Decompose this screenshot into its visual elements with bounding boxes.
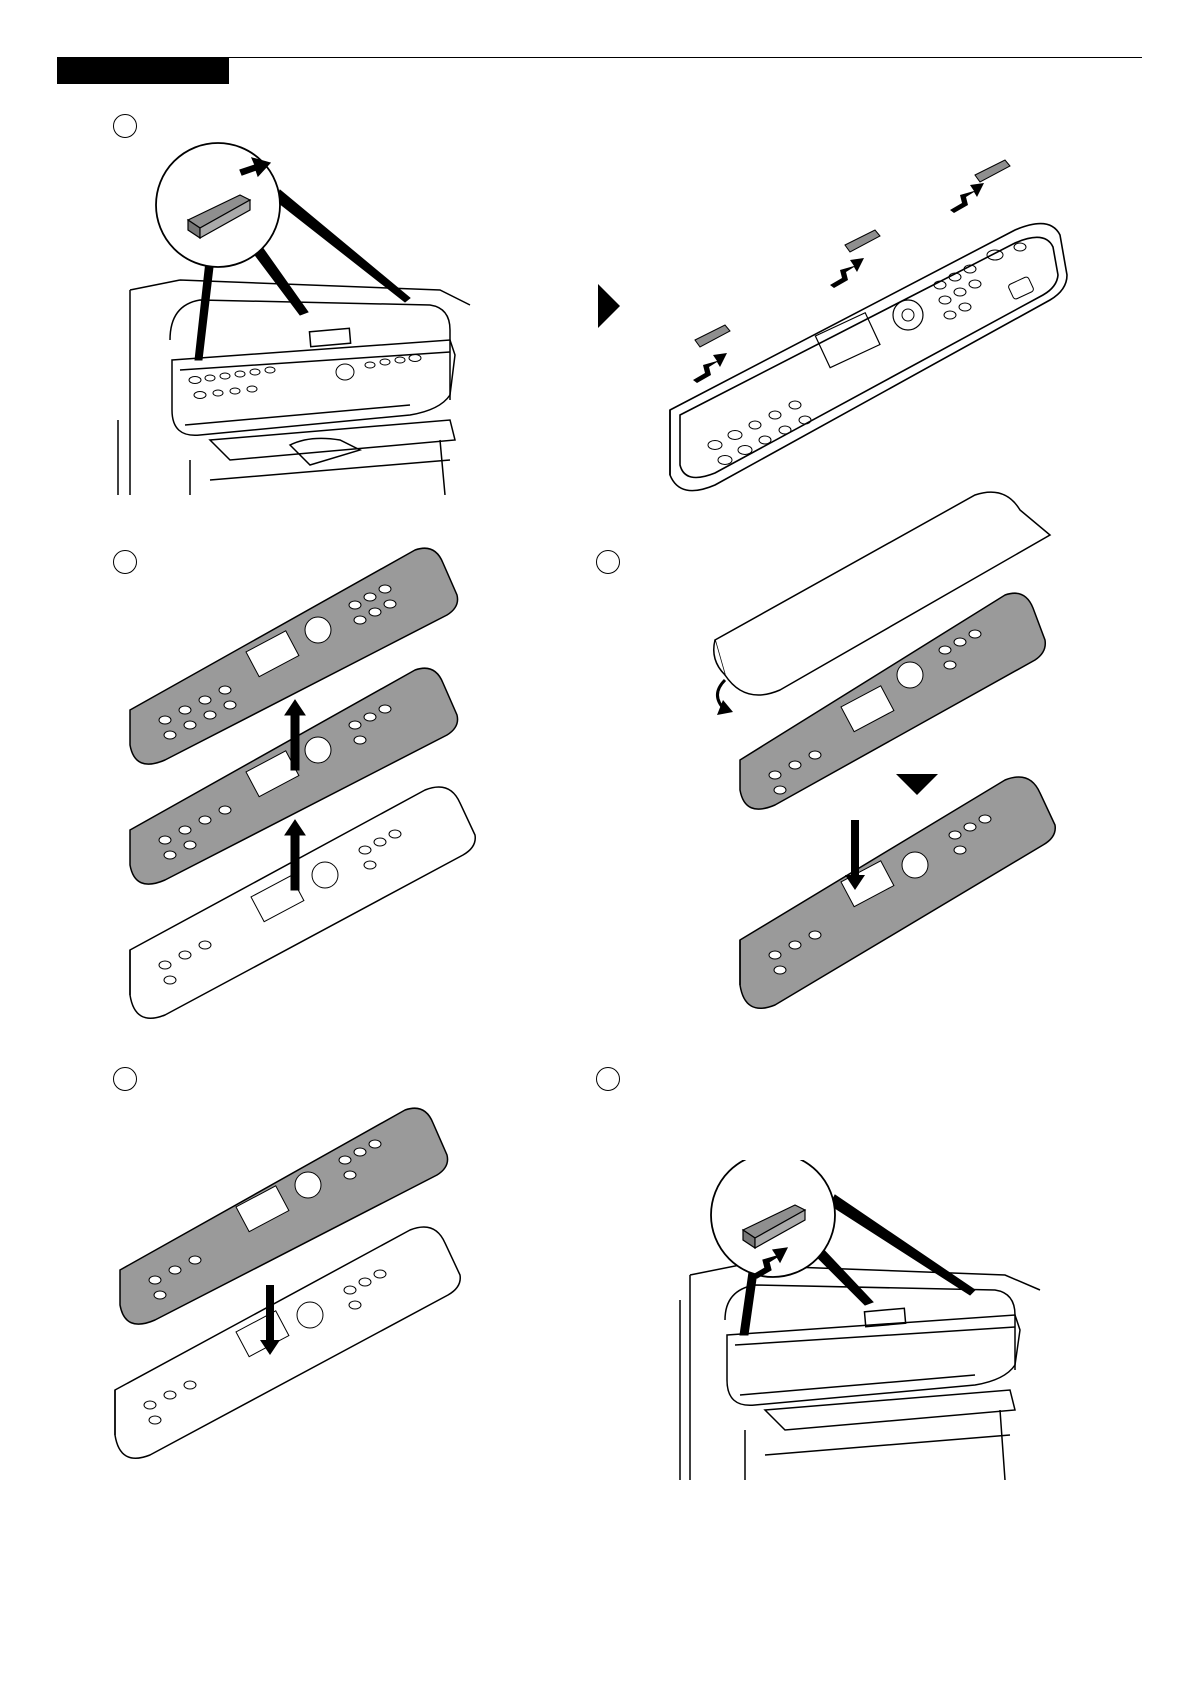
step-1-marker [113, 114, 137, 138]
figure-press-overlay [110, 1100, 470, 1460]
header-bar [57, 58, 229, 84]
figure-remove-overlays [125, 545, 485, 1025]
figure-printer-attach-stopper [655, 1160, 1055, 1480]
figure-printer-remove-stopper [110, 140, 500, 495]
step-5-marker [596, 1067, 620, 1091]
figure-panel-stoppers-removed [655, 155, 1080, 500]
step-4-marker [113, 1067, 137, 1091]
step-3-marker [596, 550, 620, 574]
next-arrow-icon [598, 284, 620, 328]
figure-attach-overlay [705, 490, 1085, 1030]
